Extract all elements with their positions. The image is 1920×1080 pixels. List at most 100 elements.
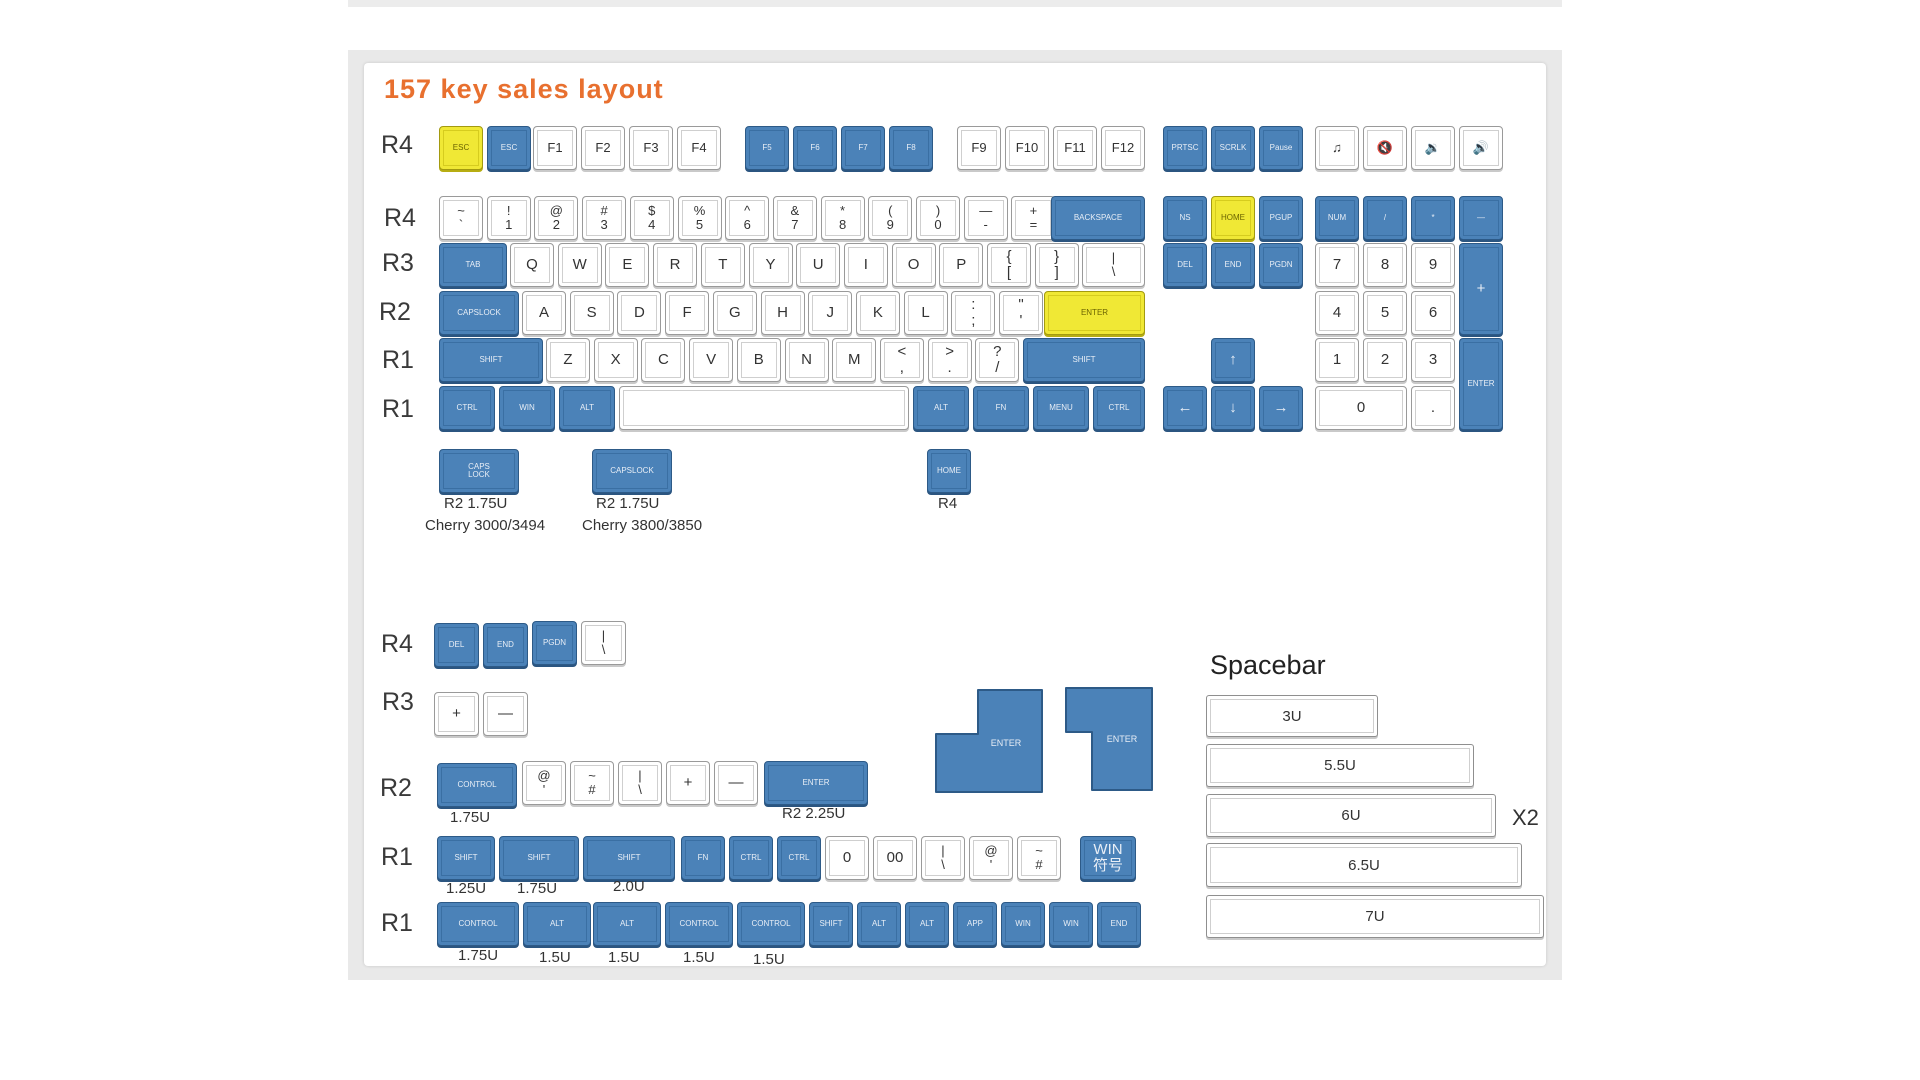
keycap: + xyxy=(1459,243,1503,335)
spacebar-5-5u: 5.5U xyxy=(1206,744,1474,787)
keycap: PGDN xyxy=(1259,243,1303,287)
keycap: | \ xyxy=(581,621,626,665)
keycap: ^ 6 xyxy=(725,196,770,240)
keycap: " ' xyxy=(999,291,1043,335)
keycap: P xyxy=(939,243,984,287)
keycap: SHIFT xyxy=(437,836,495,880)
row-label: R2 xyxy=(379,298,411,326)
keycap: HOME xyxy=(1211,196,1255,240)
keycap: ALT xyxy=(559,386,615,430)
keycap: MENU xyxy=(1033,386,1089,430)
keycap: F5 xyxy=(745,126,789,170)
keycap: END xyxy=(1211,243,1255,287)
key-size-caption: 1.5U xyxy=(608,949,640,966)
keycap: — xyxy=(483,692,528,736)
keycap: SHIFT xyxy=(499,836,579,880)
keycap: ~ # xyxy=(1017,836,1061,880)
keycap: 🔉 xyxy=(1411,126,1455,170)
big-ass-enter-key: ENTER xyxy=(1065,687,1153,791)
key-size-caption: 1.75U xyxy=(450,809,491,826)
row-label: R1 xyxy=(381,909,413,937)
keycap: F10 xyxy=(1005,126,1049,170)
keycap: 4 xyxy=(1315,291,1359,335)
keycap: ENTER xyxy=(1044,291,1145,335)
keycap: F11 xyxy=(1053,126,1097,170)
keycap: | \ xyxy=(618,761,662,805)
spacebar-multiplier: X2 xyxy=(1512,805,1539,830)
keycap: SHIFT xyxy=(1023,338,1145,382)
keycap: CAPS LOCK xyxy=(439,449,519,493)
keycap: % 5 xyxy=(677,196,722,240)
keycap: : ; xyxy=(951,291,996,335)
keycap: | \ xyxy=(1082,243,1145,287)
keycap: ~ ` xyxy=(439,196,483,240)
keycap: F8 xyxy=(889,126,933,170)
keycap xyxy=(619,386,909,430)
keycap: * 8 xyxy=(820,196,865,240)
cherry-caption: Cherry 3800/3850 xyxy=(582,517,703,534)
keycap: ALT xyxy=(913,386,969,430)
keycap: ( 9 xyxy=(868,196,913,240)
cherry-caption: Cherry 3000/3494 xyxy=(425,517,546,534)
row-label: R4 xyxy=(381,630,413,658)
keycap: F3 xyxy=(629,126,673,170)
keycap: A xyxy=(522,291,566,335)
keycap: & 7 xyxy=(772,196,817,240)
keycap: L xyxy=(903,291,948,335)
spacebar-3u: 3U xyxy=(1206,695,1378,737)
keycap: WIN xyxy=(1049,902,1093,946)
keycap: FN xyxy=(973,386,1029,430)
keycap: 0 xyxy=(1315,386,1407,430)
keycap: F4 xyxy=(677,126,721,170)
keycap: 3 xyxy=(1411,338,1455,382)
keycap: F9 xyxy=(957,126,1001,170)
keycap: SHIFT xyxy=(583,836,675,880)
keycap: CAPSLOCK xyxy=(592,449,672,493)
keycap: 6 xyxy=(1411,291,1455,335)
keycap: ALT xyxy=(905,902,949,946)
key-size-caption: 1.75U xyxy=(458,947,499,964)
keycap: F xyxy=(665,291,710,335)
keycap: ↑ xyxy=(1211,338,1255,382)
keycap: 8 xyxy=(1363,243,1407,287)
keycap: @ ' xyxy=(522,761,566,805)
keycap: SCRLK xyxy=(1211,126,1255,170)
keycap: F2 xyxy=(581,126,625,170)
keycap: 🔊 xyxy=(1459,126,1503,170)
keycap: PGDN xyxy=(532,621,577,665)
keycap: ESC xyxy=(439,126,483,170)
keycap: CTRL xyxy=(1093,386,1145,430)
keycap: WIN xyxy=(499,386,555,430)
keycap: WIN xyxy=(1001,902,1045,946)
keycap: CONTROL xyxy=(437,902,519,946)
keycap: O xyxy=(891,243,936,287)
keycap: / xyxy=(1363,196,1407,240)
key-size-caption: R2 2.25U xyxy=(782,805,846,822)
keycap: D xyxy=(617,291,662,335)
keycap: Q xyxy=(510,243,554,287)
keycap: Z xyxy=(546,338,590,382)
keycap: 00 xyxy=(873,836,917,880)
keycap: S xyxy=(569,291,614,335)
spacebar-6u: 6U xyxy=(1206,794,1496,837)
keycap: CONTROL xyxy=(665,902,733,946)
keycap: 2 xyxy=(1363,338,1407,382)
keycap: H xyxy=(760,291,805,335)
keycap: WIN 符号 xyxy=(1080,836,1136,880)
keycap: — - xyxy=(963,196,1008,240)
keycap: @ 2 xyxy=(534,196,579,240)
keycap: N xyxy=(784,338,829,382)
keycap: DEL xyxy=(434,623,479,667)
keycap: > . xyxy=(927,338,972,382)
keycap: T xyxy=(700,243,745,287)
key-size-caption: 1.25U xyxy=(446,880,487,897)
keycap: ! 1 xyxy=(486,196,531,240)
keycap: DEL xyxy=(1163,243,1207,287)
key-size-caption: R2 1.75U xyxy=(444,495,508,512)
row-label: R1 xyxy=(382,395,414,423)
keycap: CONTROL xyxy=(737,902,805,946)
keycap: V xyxy=(689,338,734,382)
keycap: ~ # xyxy=(570,761,614,805)
keycap: 9 xyxy=(1411,243,1455,287)
keycap: ALT xyxy=(593,902,661,946)
